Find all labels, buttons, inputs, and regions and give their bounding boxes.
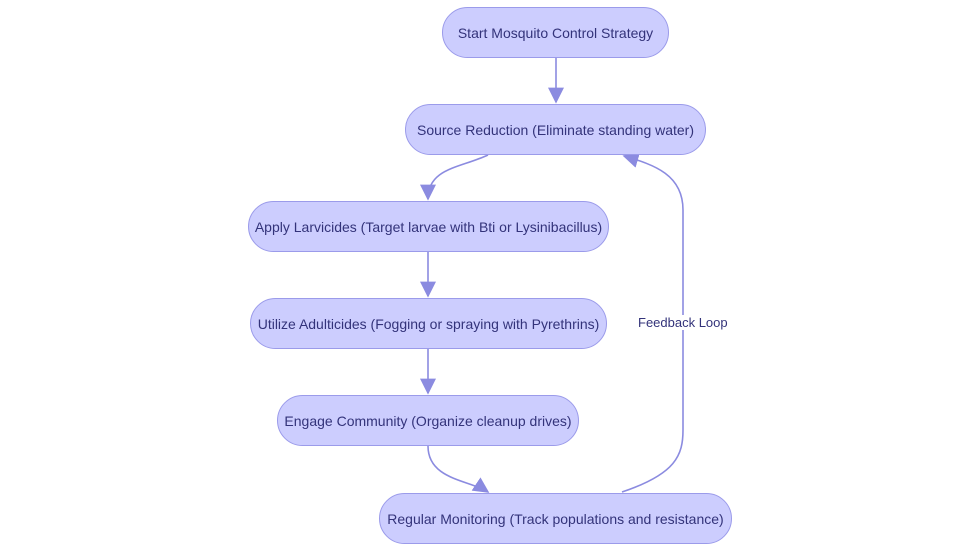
- node-adulticides: Utilize Adulticides (Fogging or spraying…: [250, 298, 607, 349]
- node-start: Start Mosquito Control Strategy: [442, 7, 669, 58]
- node-source-reduction: Source Reduction (Eliminate standing wat…: [405, 104, 706, 155]
- edge-community-to-monitoring: [427, 445, 490, 493]
- node-community: Engage Community (Organize cleanup drive…: [277, 395, 579, 446]
- node-larvicides: Apply Larvicides (Target larvae with Bti…: [248, 201, 609, 252]
- edge-source-reduction-to-larvicides: [420, 154, 489, 201]
- node-monitoring: Regular Monitoring (Track populations an…: [379, 493, 732, 544]
- feedback-loop-label: Feedback Loop: [638, 315, 728, 330]
- edge-monitoring-to-source-reduction: [621, 152, 684, 493]
